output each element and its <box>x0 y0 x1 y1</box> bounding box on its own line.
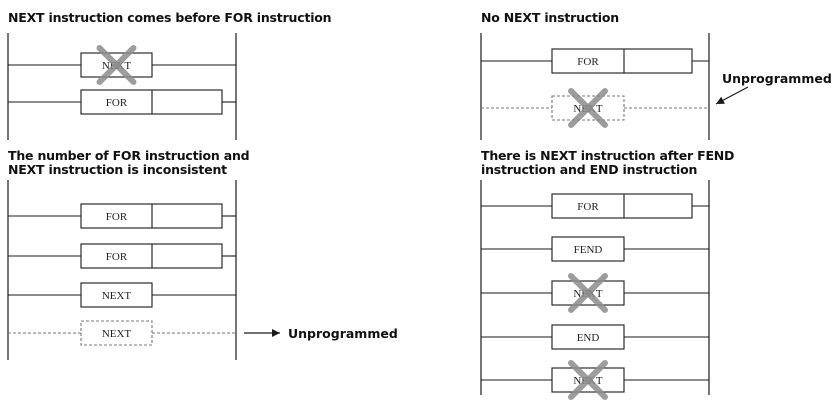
arrow-head-icon <box>716 96 725 104</box>
panel-1-title: NEXT instruction comes before FOR instru… <box>8 10 332 25</box>
panel-2-title: No NEXT instruction <box>481 10 619 25</box>
instruction-label: END <box>577 332 600 344</box>
rung-fend: FEND <box>481 236 709 262</box>
instruction-label: NEXT <box>102 328 132 340</box>
instruction-label: FOR <box>106 251 128 263</box>
cross-mark-icon <box>96 45 137 85</box>
rung-for: FOR <box>481 48 709 74</box>
instruction-box <box>551 193 693 219</box>
rung-next: NEXT <box>481 88 709 128</box>
instruction-label: FOR <box>106 97 128 109</box>
instruction-box <box>80 282 153 308</box>
arrow-head-icon <box>272 329 280 337</box>
instruction-box <box>80 320 153 346</box>
rung-next: NEXT <box>481 273 709 313</box>
instruction-label: NEXT <box>102 290 132 302</box>
cross-mark-icon <box>568 273 608 313</box>
ladder-panel-2: FOR NEXT Unprogrammed <box>480 33 832 140</box>
cross-mark-icon <box>568 88 608 128</box>
rung-for: FOR <box>8 243 236 269</box>
instruction-label: FOR <box>106 211 128 223</box>
rung-end: END <box>481 324 709 350</box>
instruction-box <box>551 236 625 262</box>
instruction-box <box>551 48 693 74</box>
panel-4-title: There is NEXT instruction after FEND ins… <box>481 148 735 177</box>
rung-next: NEXT <box>481 360 709 400</box>
instruction-box <box>551 324 625 350</box>
unprogrammed-label: Unprogrammed <box>722 71 832 86</box>
rung-next: NEXT <box>8 282 236 308</box>
instruction-label: FEND <box>574 244 603 256</box>
unprogrammed-note: Unprogrammed <box>715 71 832 105</box>
rung-for: FOR <box>8 203 236 229</box>
rung-for: FOR <box>481 193 709 219</box>
panel-3-title: The number of FOR instruction and NEXT i… <box>8 148 250 177</box>
instruction-label: FOR <box>577 201 599 213</box>
unprogrammed-note: Unprogrammed <box>244 326 398 341</box>
rung-next: NEXT <box>8 45 236 85</box>
unprogrammed-label: Unprogrammed <box>288 326 398 341</box>
cross-mark-icon <box>568 360 608 400</box>
rung-for: FOR <box>8 89 236 115</box>
ladder-panel-3: FOR FOR NEXT NEXT Unprogrammed <box>7 180 398 360</box>
ladder-panel-1: NEXT FOR <box>7 33 237 140</box>
rung-next: NEXT <box>8 320 236 346</box>
instruction-label: FOR <box>577 56 599 68</box>
ladder-panel-4: FOR FEND NEXT END NEXT <box>480 180 710 400</box>
